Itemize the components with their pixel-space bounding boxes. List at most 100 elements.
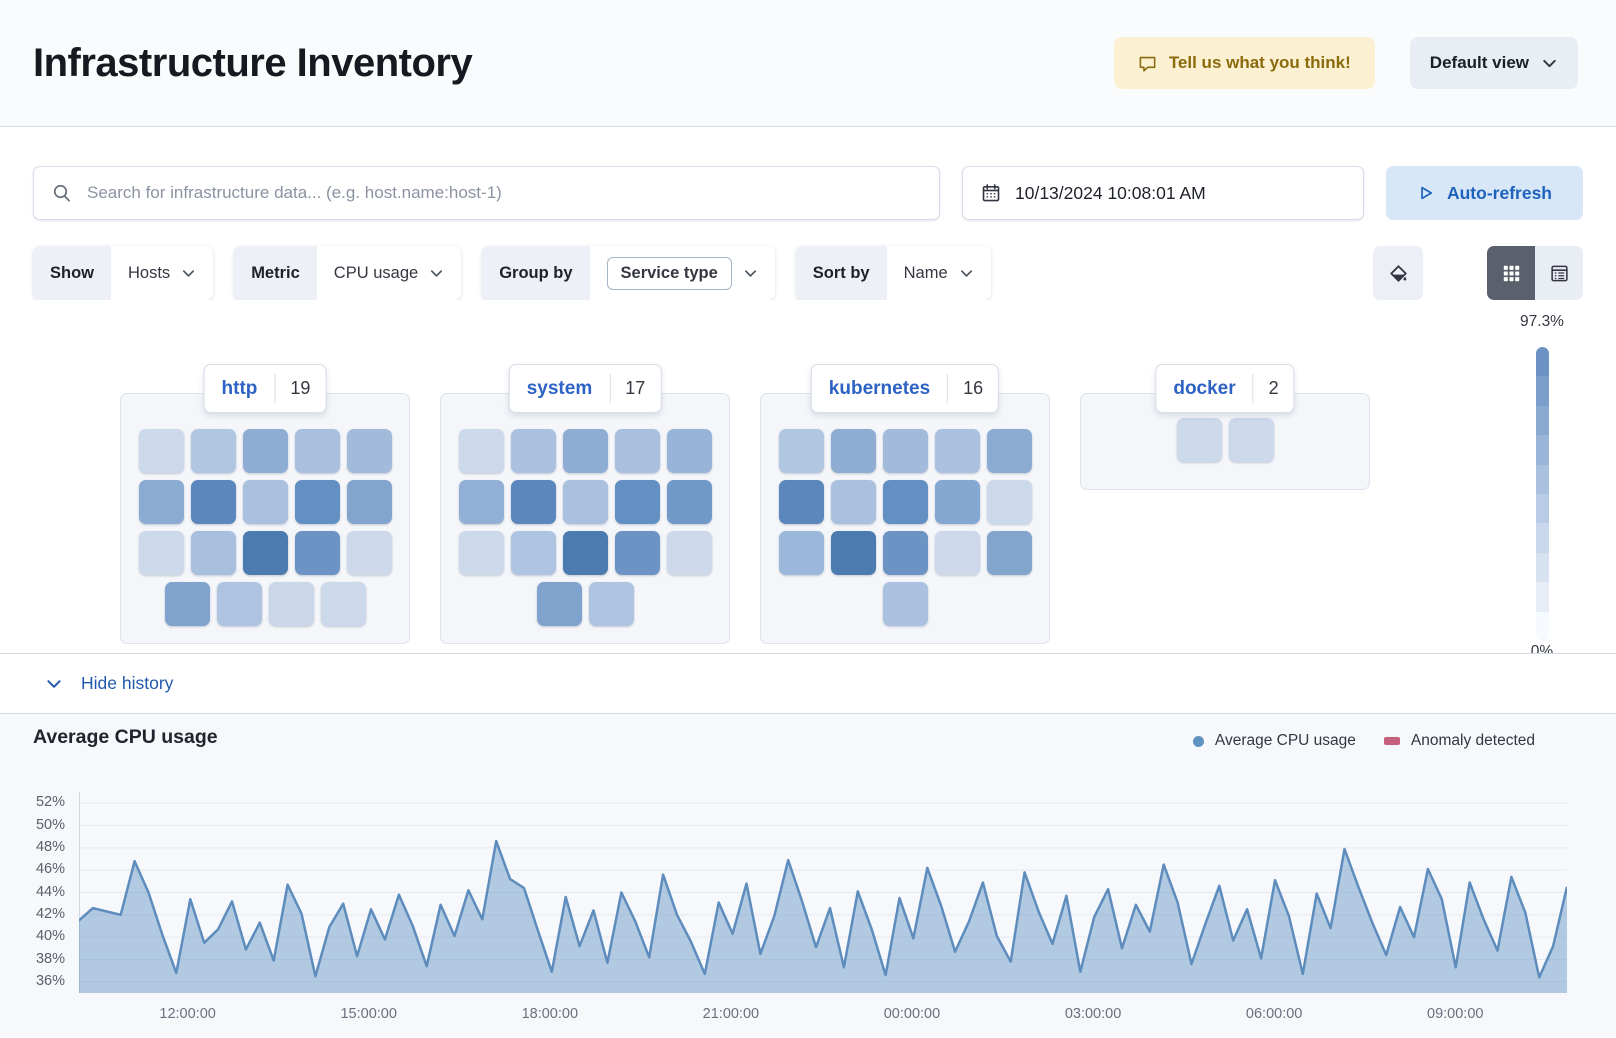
group-name[interactable]: system [526,377,593,399]
date-picker[interactable]: 10/13/2024 10:08:01 AM [962,166,1364,220]
date-value: 10/13/2024 10:08:01 AM [1015,182,1206,203]
host-tile[interactable] [882,531,928,575]
host-tile[interactable] [830,531,876,575]
host-tile[interactable] [346,429,392,473]
host-tile[interactable] [346,480,392,524]
y-axis-tick: 48% [35,838,65,855]
host-tile[interactable] [666,480,712,524]
x-axis-tick: 03:00:00 [1064,1006,1122,1022]
host-tile[interactable] [986,531,1032,575]
host-tile[interactable] [294,531,340,575]
host-tile[interactable] [242,429,288,473]
host-tile[interactable] [1176,418,1222,462]
host-tile[interactable] [216,582,262,626]
cpu-area-chart[interactable] [79,792,1567,993]
host-tile[interactable] [562,531,608,575]
chart-title: Average CPU usage [33,726,218,748]
host-tile[interactable] [986,429,1032,473]
host-tile[interactable] [882,429,928,473]
host-tile[interactable] [510,480,556,524]
host-tile[interactable] [588,582,634,626]
group-name[interactable]: http [221,377,258,399]
host-tile[interactable] [510,531,556,575]
chevron-down-icon [183,269,195,277]
host-tile[interactable] [882,582,928,626]
host-tile[interactable] [1228,418,1274,462]
host-tile[interactable] [830,480,876,524]
group-name[interactable]: docker [1173,377,1236,399]
legend-swatch-icon [1383,737,1400,745]
host-tile[interactable] [510,429,556,473]
host-tile[interactable] [242,531,288,575]
heat-step [1536,494,1549,524]
map-view-button[interactable] [1487,246,1535,300]
groupby-dropdown[interactable]: Service type [590,246,775,300]
host-tile[interactable] [614,429,660,473]
host-tile[interactable] [294,480,340,524]
host-tile[interactable] [614,531,660,575]
legend-label: Anomaly detected [1410,732,1535,749]
show-control: Show Hosts [33,246,214,300]
legend-item-avg-cpu[interactable]: Average CPU usage [1192,732,1356,750]
host-tile[interactable] [830,429,876,473]
search-input[interactable] [87,183,921,203]
sortby-dropdown[interactable]: Name [887,246,991,300]
host-tile[interactable] [190,429,236,473]
host-tile[interactable] [778,480,824,524]
sortby-label: Sort by [795,246,887,300]
host-tile[interactable] [934,429,980,473]
legend-options-button[interactable] [1373,246,1423,300]
groupby-value[interactable]: Service type [606,256,732,290]
y-axis-tick: 44% [35,883,65,900]
group-count: 17 [625,378,646,398]
host-tile[interactable] [666,531,712,575]
table-view-button[interactable] [1535,246,1583,300]
chevron-down-icon [45,675,63,693]
host-tile[interactable] [934,531,980,575]
host-tile[interactable] [666,429,712,473]
chevron-down-icon [744,269,756,277]
host-tile[interactable] [778,429,824,473]
host-tile[interactable] [778,531,824,575]
heat-legend-bar[interactable] [1536,347,1549,641]
host-tile[interactable] [458,480,504,524]
group-name[interactable]: kubernetes [828,377,931,399]
host-tile[interactable] [138,531,184,575]
host-tile[interactable] [138,429,184,473]
host-tile[interactable] [934,480,980,524]
hide-history-toggle[interactable]: Hide history [0,653,1616,714]
group-tiles [761,394,1049,626]
show-dropdown[interactable]: Hosts [111,246,213,300]
host-tile[interactable] [294,429,340,473]
host-tile[interactable] [562,480,608,524]
host-tile[interactable] [458,429,504,473]
host-tile[interactable] [164,582,210,626]
host-tile[interactable] [882,480,928,524]
metric-dropdown[interactable]: CPU usage [317,246,461,300]
group-badge-system[interactable]: system 17 [508,364,662,413]
host-tile[interactable] [242,480,288,524]
legend-item-anomaly[interactable]: Anomaly detected [1383,732,1535,750]
auto-refresh-button[interactable]: Auto-refresh [1386,166,1583,220]
search-box [33,166,940,220]
host-tile[interactable] [190,480,236,524]
default-view-dropdown[interactable]: Default view [1409,37,1578,89]
host-tile[interactable] [320,582,366,626]
host-tile[interactable] [614,480,660,524]
sortby-value: Name [903,263,948,282]
feedback-button[interactable]: Tell us what you think! [1113,37,1375,89]
host-tile[interactable] [458,531,504,575]
host-tile[interactable] [562,429,608,473]
host-tile[interactable] [536,582,582,626]
host-tile[interactable] [268,582,314,626]
host-tile[interactable] [190,531,236,575]
host-tile[interactable] [986,480,1032,524]
heat-step [1536,523,1549,553]
host-tile[interactable] [138,480,184,524]
groupby-control: Group by Service type [482,246,775,300]
host-tile[interactable] [346,531,392,575]
